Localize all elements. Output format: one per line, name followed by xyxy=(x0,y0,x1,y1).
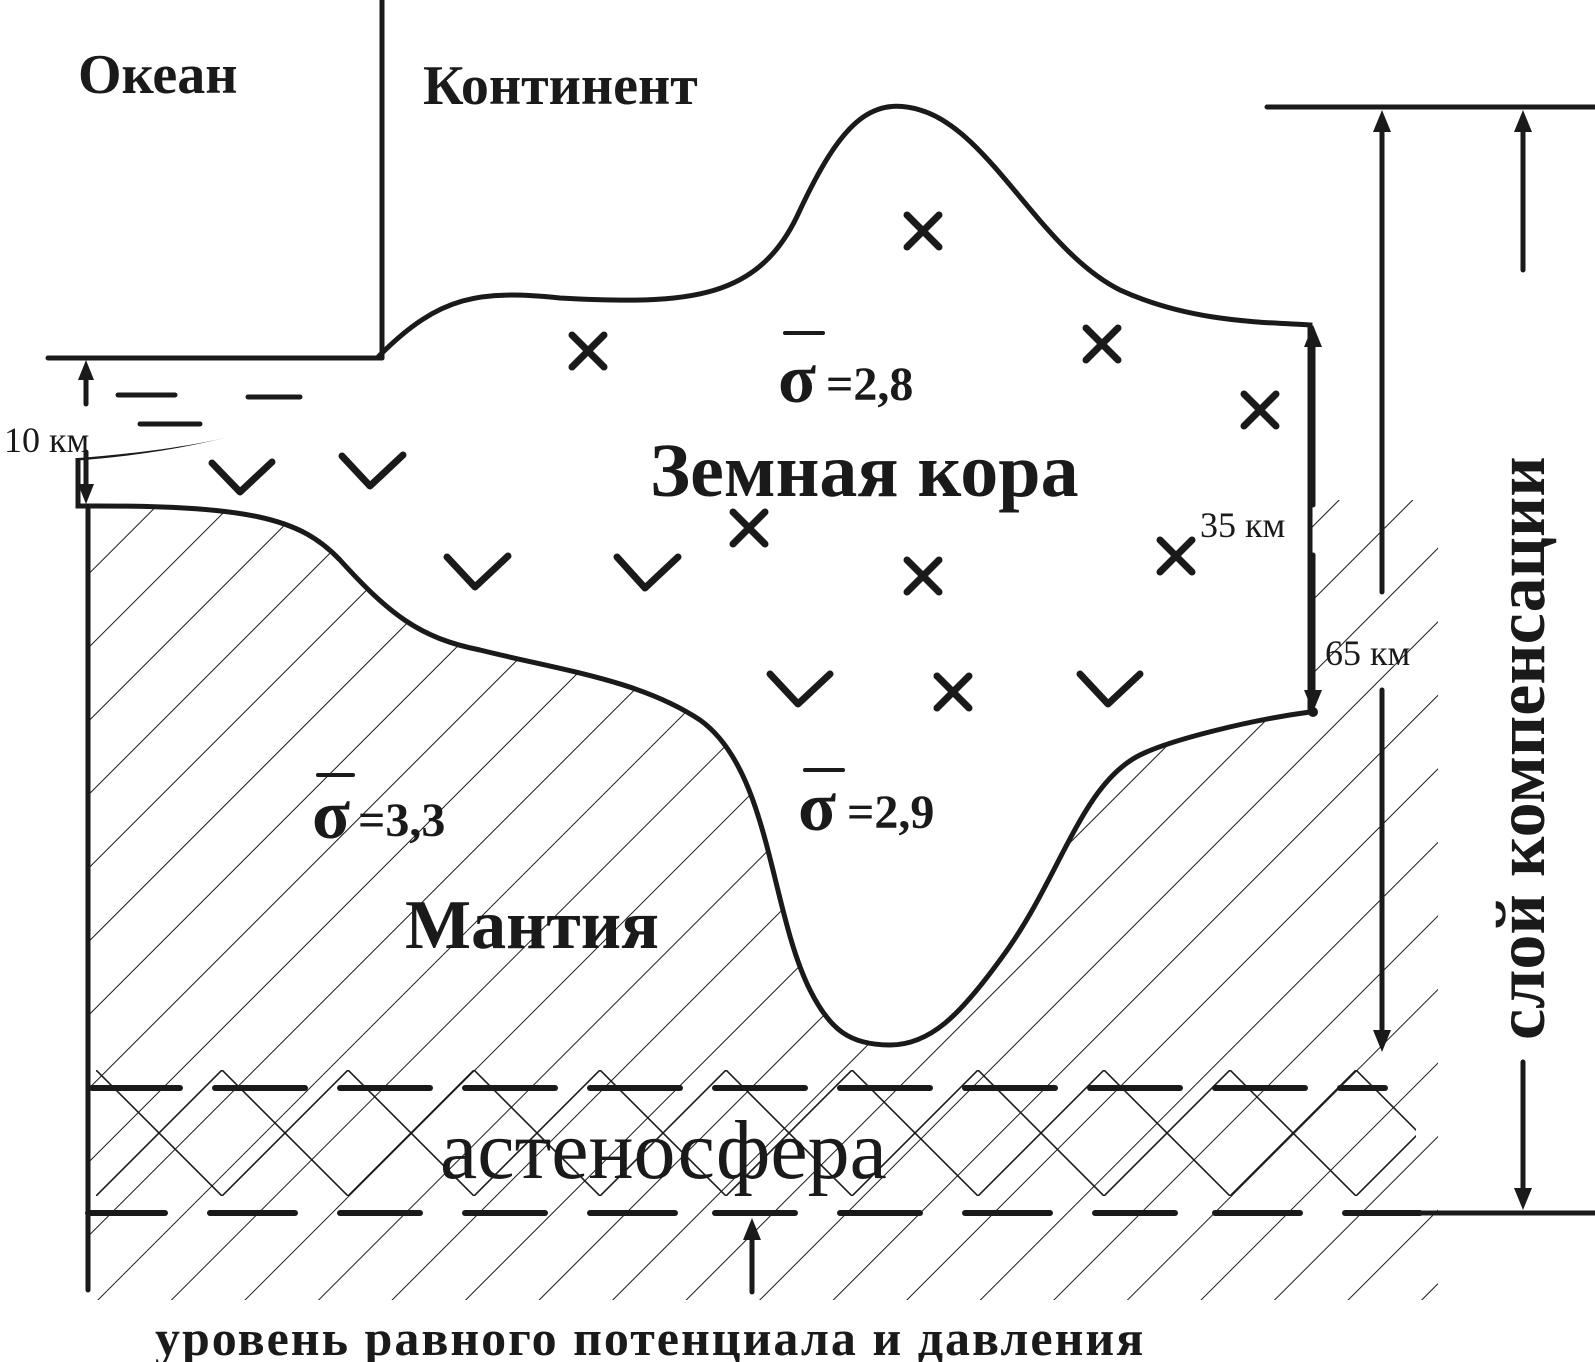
upper-crust-markers xyxy=(568,211,1280,712)
vee-marker xyxy=(766,670,834,708)
cross-marker xyxy=(729,508,769,548)
vee-marker xyxy=(208,458,276,496)
crust-label: Земная кора xyxy=(650,429,1079,513)
lower-crust-markers xyxy=(208,451,1144,708)
ocean-thickness-label: 10 км xyxy=(4,420,89,460)
cross-marker xyxy=(903,556,943,596)
water-dashes xyxy=(115,392,303,427)
compensation-layer-label: слой компенсации xyxy=(1483,456,1560,1040)
vee-marker xyxy=(1076,670,1144,708)
density-mantle: =3,3 xyxy=(358,794,445,847)
vee-marker xyxy=(613,553,682,592)
vee-marker xyxy=(443,552,512,591)
depth-thickness-label: 65 км xyxy=(1325,633,1410,673)
continent-label: Континент xyxy=(423,55,698,117)
compensation-layer-arrow xyxy=(1514,110,1532,1210)
crust-body xyxy=(75,103,1313,1048)
cross-marker xyxy=(1156,536,1196,576)
sigma-symbol-upper: σ xyxy=(778,341,816,418)
total-depth-arrow xyxy=(1373,110,1391,1052)
ocean-label: Океан xyxy=(78,44,238,106)
sigma-overbars xyxy=(316,331,845,777)
ocean-water xyxy=(48,358,382,458)
sigma-symbol-mantle: σ xyxy=(312,777,350,854)
cross-marker xyxy=(933,672,973,712)
cross-marker xyxy=(903,211,943,251)
cross-marker xyxy=(1240,390,1280,430)
cross-marker xyxy=(1082,324,1122,364)
crust-thickness-arrow xyxy=(1304,325,1322,717)
equal-level-pointer xyxy=(743,1218,761,1295)
density-upper-crust: =2,8 xyxy=(826,358,913,411)
mantle-label: Мантия xyxy=(405,887,659,964)
cross-marker xyxy=(568,331,608,371)
vee-marker xyxy=(338,451,407,490)
equal-level-label: уровень равного потенциала и давления xyxy=(155,1310,1145,1362)
sigma-symbol-lower: σ xyxy=(798,769,836,846)
crust-thickness-label: 35 км xyxy=(1200,505,1285,545)
asthenosphere-label: астеносфера xyxy=(440,1104,887,1197)
density-lower-crust: =2,9 xyxy=(847,786,934,839)
ocean-thickness-arrow xyxy=(78,360,94,504)
